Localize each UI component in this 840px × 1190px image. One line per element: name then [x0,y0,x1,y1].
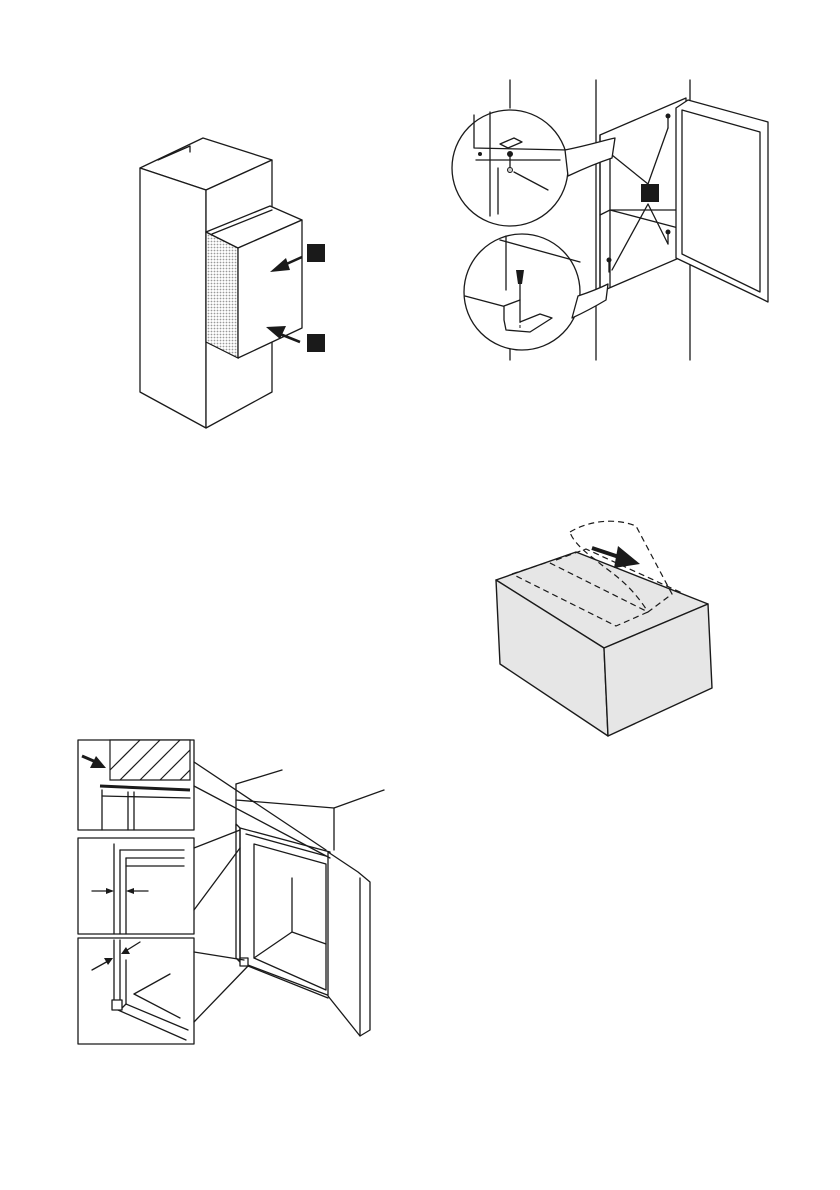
figure-door-hinge-screws [440,78,770,368]
inset-bottom-gap [78,938,194,1044]
screw-icon [666,114,671,129]
figure-door-alignment [76,738,386,1048]
door-hinge-drawing [440,78,770,368]
open-door [328,852,370,1036]
appliance-insertion-drawing [135,135,335,435]
cabinet-side [140,168,206,428]
detail-circle-bottom-hinge [464,234,580,350]
figure-tape-removal [490,510,720,740]
inset-side-gap [78,838,194,934]
figure-appliance-insertion [135,135,335,435]
step-marker-square [641,184,659,202]
appliance-opening [254,844,326,990]
step-marker-square [307,244,325,262]
tape-removal-drawing [490,510,720,740]
door-alignment-drawing [76,738,386,1048]
screw-icon [607,258,612,273]
step-marker-square [307,334,325,352]
appliance-side [206,232,238,358]
